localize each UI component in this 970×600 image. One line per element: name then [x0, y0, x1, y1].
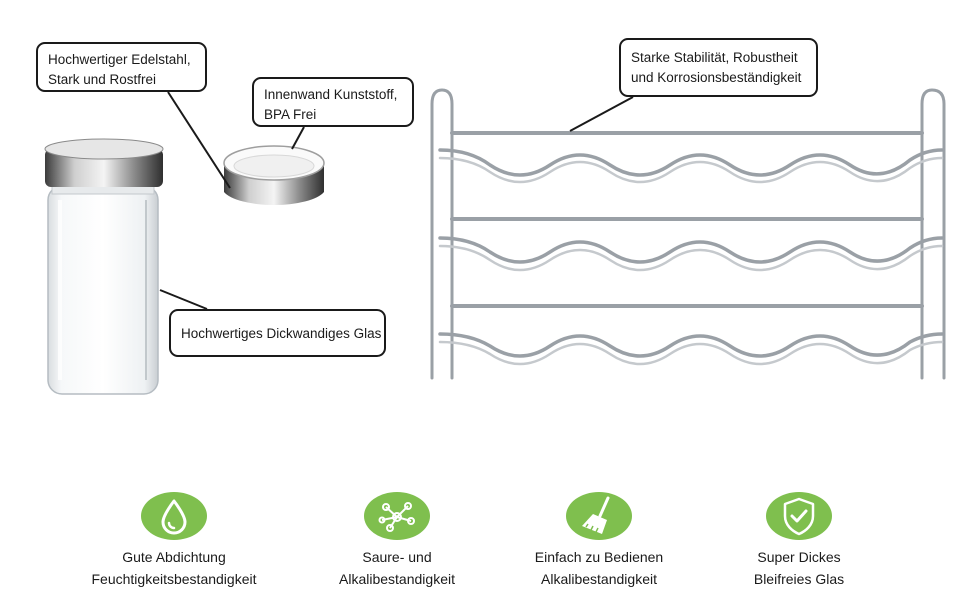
callout-text: Starke Stabilität, Robustheit — [631, 50, 798, 65]
jar-lid — [223, 145, 325, 206]
feature-label: Alkalibestandigkeit — [541, 571, 657, 587]
spice-jar — [44, 138, 164, 395]
feature-label: Feuchtigkeitsbestandigkeit — [91, 571, 257, 587]
callout-stainless-steel: Hochwertiger Edelstahl, Stark und Rostfr… — [36, 42, 207, 92]
wine-rack — [430, 88, 946, 380]
callout-text: Hochwertiger Edelstahl, — [48, 52, 191, 67]
feature-label: Einfach zu Bedienen — [534, 549, 664, 565]
feature-label: Alkalibestandigkeit — [339, 571, 455, 587]
callout-text: BPA Frei — [264, 107, 317, 122]
callout-inner-wall: Innenwand Kunststoff, BPA Frei — [252, 77, 414, 127]
feature-sealing: Gute Abdichtung Feuchtigkeitsbestandigke… — [69, 492, 279, 590]
callout-thick-glass: Hochwertiges Dickwandiges Glas — [169, 309, 386, 357]
water-drop-icon — [141, 492, 207, 540]
feature-label: Super Dickes — [757, 549, 841, 565]
feature-easy-use: Einfach zu Bedienen Alkalibestandigkeit — [494, 492, 704, 590]
callout-text: Innenwand Kunststoff, — [264, 87, 398, 102]
feature-label: Gute Abdichtung — [122, 549, 226, 565]
feature-label: Saure- und — [362, 549, 432, 565]
broom-icon — [566, 492, 632, 540]
callout-rack-stability: Starke Stabilität, Robustheit und Korros… — [619, 38, 818, 97]
callout-text: Hochwertiges Dickwandiges Glas — [181, 326, 382, 341]
feature-label: Bleifreies Glas — [753, 571, 845, 587]
feature-lead-free-glass: Super Dickes Bleifreies Glas — [694, 492, 904, 590]
feature-acid-resistance: Saure- und Alkalibestandigkeit — [292, 492, 502, 590]
callout-text: und Korrosionsbeständigkeit — [631, 70, 802, 85]
molecule-icon — [364, 492, 430, 540]
leader-lines — [159, 91, 634, 310]
shield-check-icon — [766, 492, 832, 540]
callout-text: Stark und Rostfrei — [48, 72, 157, 87]
